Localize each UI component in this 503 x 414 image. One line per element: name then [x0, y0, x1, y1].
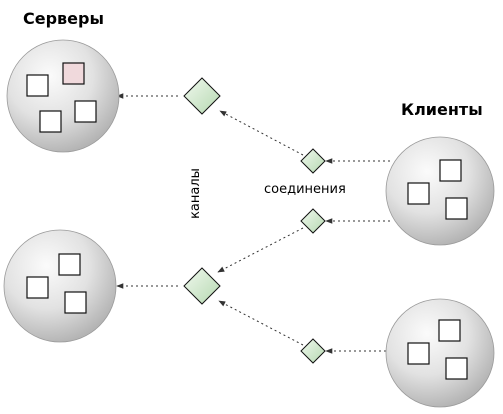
- sphere-icon: [385, 298, 495, 408]
- channel-diamond-1: [183, 77, 221, 115]
- arrow-conn2-to-channel2: [217, 227, 304, 273]
- sphere-icon: [385, 136, 495, 246]
- sphere-icon: [3, 229, 117, 343]
- square-icon: [26, 74, 49, 97]
- client-node-1: [385, 136, 495, 246]
- connection-diamond-2: [300, 208, 326, 234]
- arrow-conn3-to-channel2: [218, 300, 304, 346]
- square-icon: [39, 110, 62, 133]
- connection-diamond-1: [300, 148, 326, 174]
- square-icon: [26, 276, 49, 299]
- sphere-icon: [6, 39, 120, 153]
- square-icon: [407, 342, 430, 365]
- square-icon: [74, 100, 97, 123]
- servers-label: Серверы: [23, 9, 104, 28]
- square-icon: [64, 291, 87, 314]
- square-icon: [438, 319, 461, 342]
- connection-arrows: [116, 93, 390, 354]
- connections-label: соединения: [264, 182, 346, 197]
- arrow-conn1-to-channel1: [219, 110, 304, 156]
- connection-diamond-3: [300, 338, 326, 364]
- server-node-1: [6, 39, 120, 153]
- channel-diamond-2: [183, 267, 221, 305]
- square-icon: [439, 159, 462, 182]
- square-icon-highlighted: [62, 62, 85, 85]
- clients-label: Клиенты: [401, 100, 483, 119]
- square-icon: [407, 182, 430, 205]
- channels-label: каналы: [187, 168, 203, 219]
- square-icon: [445, 197, 468, 220]
- square-icon: [445, 357, 468, 380]
- square-icon: [58, 253, 81, 276]
- client-node-2: [385, 298, 495, 408]
- server-node-2: [3, 229, 117, 343]
